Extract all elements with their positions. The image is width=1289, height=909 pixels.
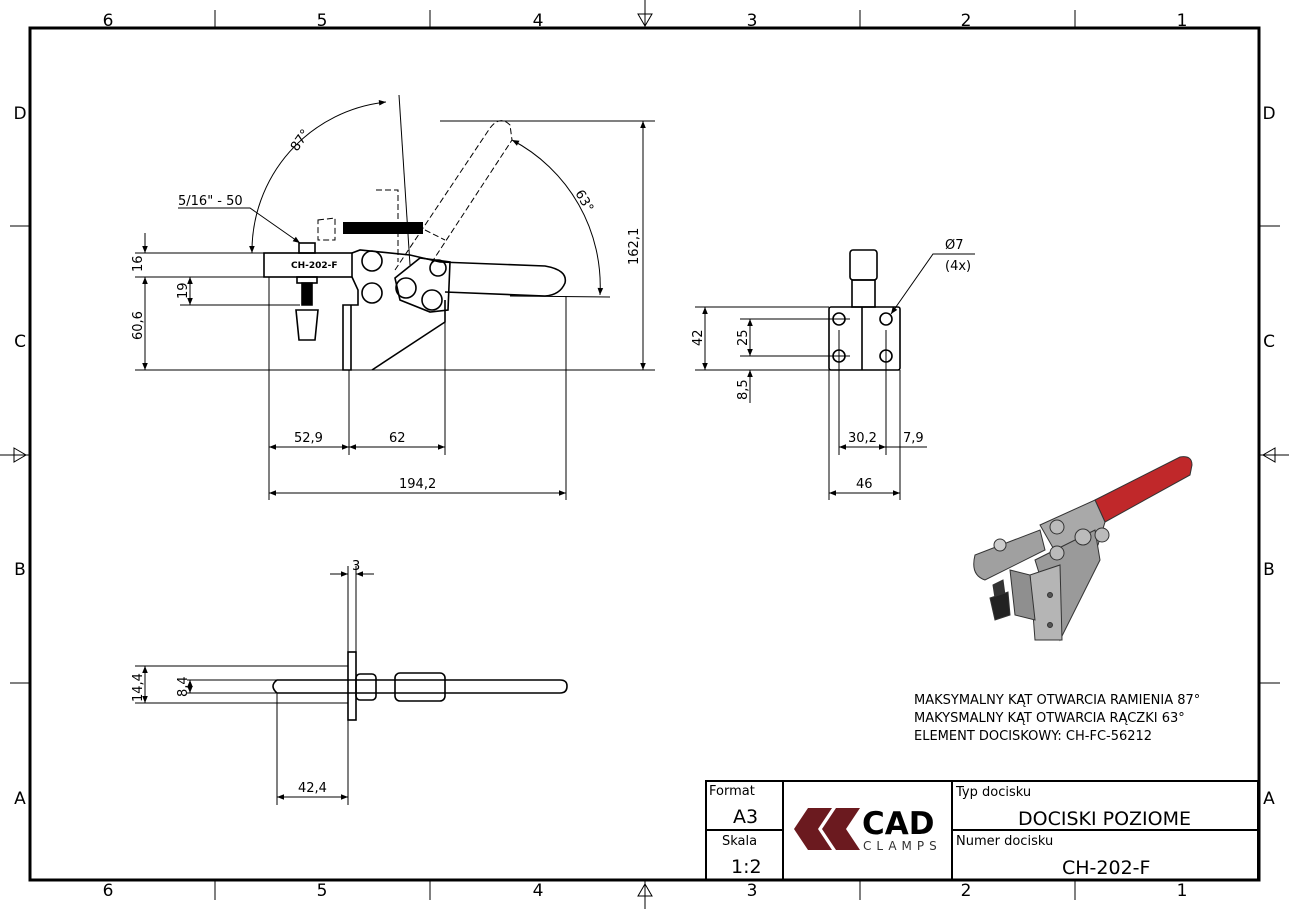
zone-row: D (13, 104, 26, 124)
zone-row: A (14, 789, 26, 809)
title-block: Format A3 Skala 1:2 CAD CLAMPS Typ docis… (705, 780, 1259, 881)
part-marking: CH-202-F (291, 261, 338, 271)
dim-162-1: 162,1 (627, 228, 642, 265)
zone-row: D (1262, 104, 1275, 124)
type-value: DOCISKI POZIOME (1018, 808, 1191, 830)
top-view: 3 14,4 8,4 42,4 (131, 559, 568, 805)
dim-46: 46 (856, 477, 873, 492)
zone-col: 1 (1177, 881, 1188, 901)
dim-60-6: 60,6 (131, 311, 146, 340)
dim-3: 3 (352, 559, 360, 574)
format-value: A3 (733, 806, 758, 828)
scale-label: Skala (722, 834, 757, 849)
hole-count-label: (4x) (945, 259, 971, 274)
number-value: CH-202-F (1062, 857, 1150, 879)
side-view: CH-202-F 5 (131, 94, 655, 500)
thread-label: 5/16" - 50 (178, 194, 243, 209)
zone-col: 5 (317, 11, 328, 31)
dim-14-4: 14,4 (131, 673, 146, 702)
dim-194-2: 194,2 (399, 477, 436, 492)
dim-8-5: 8,5 (736, 379, 751, 400)
logo-main-text: CAD (862, 806, 934, 842)
hole-diameter-label: Ø7 (945, 238, 964, 253)
zone-col: 3 (747, 881, 758, 901)
zone-column-labels: 6 5 4 3 2 1 6 5 4 3 2 1 (103, 11, 1188, 901)
note-line: ELEMENT DOCISKOWY: CH-FC-56212 (914, 729, 1152, 744)
zone-row: B (14, 560, 26, 580)
zone-row-labels: D C B A D C B A (13, 104, 1275, 809)
dim-16: 16 (131, 255, 146, 272)
angle-arm-label: 87° (288, 127, 314, 154)
dim-8-4: 8,4 (176, 676, 191, 697)
dim-30-2: 30,2 (848, 431, 877, 446)
note-line: MAKSYMALNY KĄT OTWARCIA RAMIENIA 87° (914, 693, 1200, 708)
zone-col: 1 (1177, 11, 1188, 31)
clamp-spindle-raised (343, 222, 423, 234)
zone-row: C (14, 332, 26, 352)
logo-sub-text: CLAMPS (863, 839, 942, 853)
zone-row: A (1263, 789, 1275, 809)
dim-42-4: 42,4 (298, 781, 327, 796)
zone-col: 2 (961, 11, 972, 31)
zone-col: 3 (747, 11, 758, 31)
zone-col: 6 (103, 881, 114, 901)
angle-handle-label: 63° (572, 188, 597, 215)
dim-62: 62 (389, 431, 406, 446)
dim-7-9: 7,9 (903, 431, 924, 446)
isometric-render (973, 456, 1193, 642)
zone-col: 4 (533, 881, 544, 901)
format-label: Format (709, 784, 755, 799)
dim-25: 25 (736, 329, 751, 346)
note-line: MAKYSMALNY KĄT OTWARCIA RĄCZKI 63° (914, 711, 1185, 726)
dim-19: 19 (176, 282, 191, 299)
zone-col: 4 (533, 11, 544, 31)
notes: MAKSYMALNY KĄT OTWARCIA RAMIENIA 87° MAK… (914, 693, 1200, 744)
scale-value: 1:2 (731, 856, 762, 878)
number-label: Numer docisku (956, 834, 1053, 849)
dim-42: 42 (691, 329, 706, 346)
zone-col: 6 (103, 11, 114, 31)
zone-col: 5 (317, 881, 328, 901)
zone-col: 2 (961, 881, 972, 901)
zone-row: B (1263, 560, 1275, 580)
front-view: Ø7 (4x) 42 25 8,5 30,2 7,9 46 (691, 238, 975, 500)
zone-row: C (1263, 332, 1275, 352)
dim-52-9: 52,9 (294, 431, 323, 446)
type-label: Typ docisku (955, 785, 1031, 800)
cad-clamps-logo: CAD CLAMPS (794, 806, 942, 853)
